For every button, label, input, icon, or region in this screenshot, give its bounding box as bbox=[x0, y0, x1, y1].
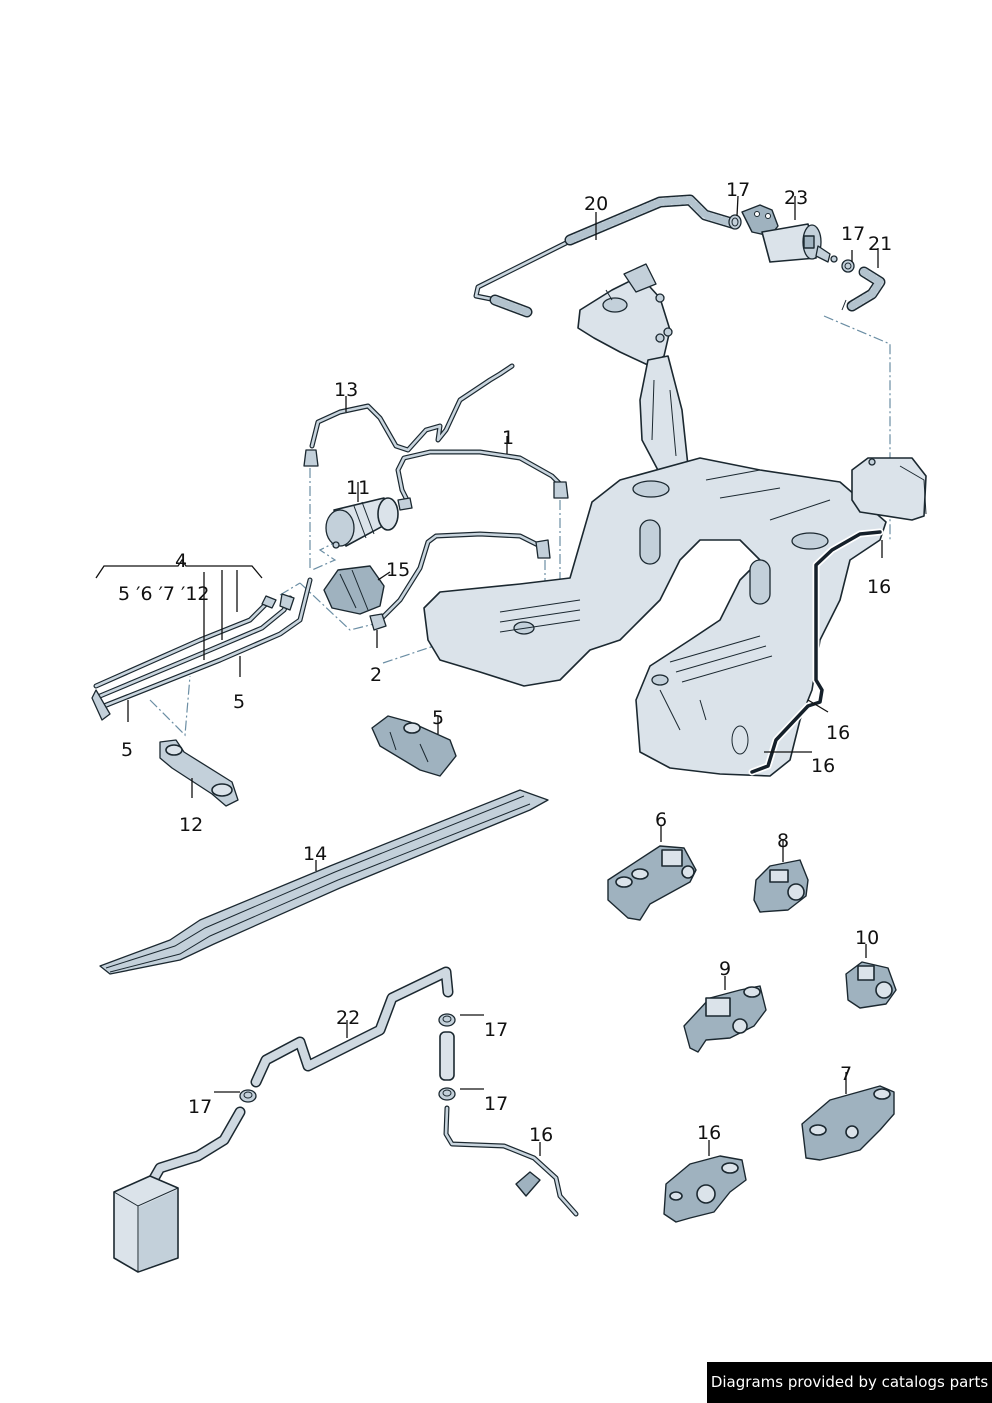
callout-4: 4 bbox=[175, 550, 187, 572]
callout-11: 11 bbox=[346, 477, 370, 499]
line-16-on-tank bbox=[748, 528, 884, 776]
callout-16: 16 bbox=[826, 722, 850, 744]
holder-16-clip bbox=[663, 1155, 747, 1223]
callout-17: 17 bbox=[188, 1096, 212, 1118]
line-set-4 bbox=[91, 577, 313, 721]
protective-cover-14 bbox=[99, 789, 549, 975]
holder-12 bbox=[159, 739, 239, 807]
callout-2: 2 bbox=[370, 664, 382, 686]
callout-5: 5 bbox=[233, 691, 245, 713]
callout-5: 5 bbox=[432, 707, 444, 729]
hose-clamp-17-bottom-lower bbox=[438, 1087, 456, 1101]
callout-22: 22 bbox=[336, 1007, 360, 1029]
line-clip-7 bbox=[801, 1085, 895, 1161]
line-clip-6 bbox=[607, 845, 697, 921]
line-clip-8 bbox=[753, 859, 809, 913]
callout-14: 14 bbox=[303, 843, 327, 865]
callout-16: 16 bbox=[697, 1122, 721, 1144]
callout-17: 17 bbox=[484, 1093, 508, 1115]
callout-16: 16 bbox=[529, 1124, 553, 1146]
callout-21: 21 bbox=[868, 233, 892, 255]
callout-labels: 20 17 23 17 21 13 1 11 15 2 4 5 ′6 ′7 ′1… bbox=[118, 179, 892, 1146]
hose-21 bbox=[841, 266, 886, 312]
callout-15: 15 bbox=[386, 559, 410, 581]
line-clip-5-middle bbox=[371, 715, 457, 777]
callout-23: 23 bbox=[784, 187, 808, 209]
filter-holder-15 bbox=[323, 565, 385, 615]
line-clip-9 bbox=[683, 985, 767, 1053]
callout-10: 10 bbox=[855, 927, 879, 949]
carbon-canister bbox=[113, 1175, 179, 1273]
callout-17: 17 bbox=[841, 223, 865, 245]
callout-4-includes: 5 ′6 ′7 ′12 bbox=[118, 583, 210, 605]
fuel-line-1 bbox=[395, 449, 569, 511]
fuel-filter-11 bbox=[325, 497, 399, 549]
callout-1: 1 bbox=[502, 427, 514, 449]
hose-20 bbox=[473, 194, 741, 318]
callout-17: 17 bbox=[726, 179, 750, 201]
callout-7: 7 bbox=[840, 1063, 852, 1085]
callout-16: 16 bbox=[867, 576, 891, 598]
callout-6: 6 bbox=[655, 809, 667, 831]
line-16-bottom bbox=[443, 1105, 579, 1217]
callout-9: 9 bbox=[719, 958, 731, 980]
line-clip-10 bbox=[845, 961, 897, 1009]
callout-17: 17 bbox=[484, 1019, 508, 1041]
hose-clamp-17-top-right bbox=[841, 259, 855, 273]
callout-16: 16 bbox=[811, 755, 835, 777]
callout-5: 5 bbox=[121, 739, 133, 761]
watermark-banner: Diagrams provided by catalogs parts bbox=[707, 1362, 992, 1403]
callout-8: 8 bbox=[777, 830, 789, 852]
canister-hose bbox=[146, 1106, 246, 1188]
callout-12: 12 bbox=[179, 814, 203, 836]
hose-connector-piece bbox=[439, 1031, 455, 1081]
hose-22 bbox=[250, 966, 454, 1088]
breather-line-13 bbox=[303, 363, 515, 467]
valve-23 bbox=[741, 204, 838, 263]
fuel-tank bbox=[423, 263, 927, 777]
fuel-line-2 bbox=[369, 531, 551, 631]
hose-clamp-17-bottom-upper bbox=[438, 1013, 456, 1027]
hose-clamp-17-top-left bbox=[728, 214, 742, 230]
callout-13: 13 bbox=[334, 379, 358, 401]
callout-20: 20 bbox=[584, 193, 608, 215]
leader-lines bbox=[95, 195, 883, 1156]
hose-clamp-17-bottom-left bbox=[239, 1089, 257, 1103]
